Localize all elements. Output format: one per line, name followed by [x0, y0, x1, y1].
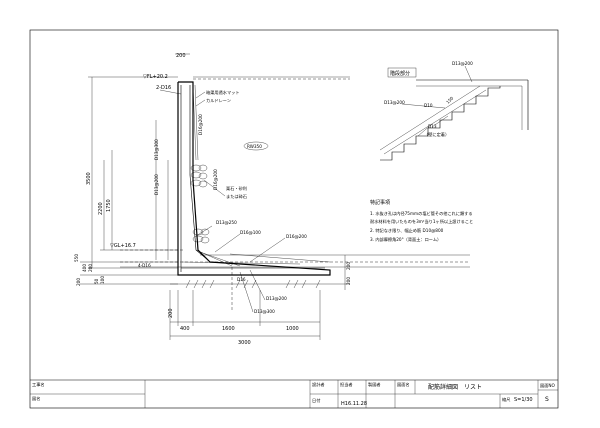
- dim-right-200b: 200: [346, 277, 351, 285]
- note-2: 2. 特記なき限り、幅止め筋 D10@800: [370, 227, 444, 234]
- detail-d13-200b: D13@200: [384, 100, 405, 105]
- date: H16.11.28: [341, 401, 367, 407]
- rebar-d13-200b: D13@200: [266, 296, 287, 301]
- drawing-title: 配筋詳細図 リスト: [428, 383, 482, 391]
- wall-outline: [177, 81, 331, 276]
- horizontal-dimensions: [169, 53, 321, 340]
- detail-d13-200a: D13@200: [452, 61, 473, 66]
- drafter-label: 製図者: [368, 381, 381, 388]
- dim-h200a: 200: [88, 264, 93, 272]
- vertical-dimensions: [80, 76, 178, 285]
- wall-labels: 200 ▽FL+20.2 2-D16 暗渠用透水マット カルドレーン D16@2…: [74, 53, 351, 346]
- note-1: 1. 水抜き孔は内径75mmの塩ビ管その他これに類する: [370, 210, 473, 217]
- drainage-mat: [192, 84, 199, 161]
- project-label: 工事名: [32, 381, 45, 388]
- title-block: [30, 380, 558, 408]
- rebar-top: 2-D16: [156, 85, 171, 91]
- material-mat1: 暗渠用透水マット: [206, 89, 240, 96]
- special-notes: 特記事項 1. 水抜き孔は内径75mmの塩ビ管その他これに類する 耐水材料を用い…: [370, 199, 473, 243]
- dim-h550: 550: [74, 254, 79, 262]
- footing-hatch: [170, 279, 350, 289]
- sheet-label: 図名: [32, 395, 40, 402]
- rebar-d13-300: D13@300: [154, 139, 159, 160]
- dim-w400: 400: [180, 326, 190, 332]
- dim-w1000: 1000: [286, 326, 299, 332]
- wall-id: RW350: [247, 144, 262, 149]
- wall-id-bubble: [243, 141, 269, 151]
- dim-w1600: 1600: [222, 326, 235, 332]
- level-gl: ▽GL+16.7: [110, 243, 136, 249]
- no-label: 図面NO: [540, 383, 556, 389]
- rebar-4-d16: 4-D16: [138, 263, 151, 268]
- retaining-wall-section: [80, 53, 470, 340]
- dim-h2200: 2200: [98, 202, 104, 215]
- dim-h1750: 1750: [106, 199, 112, 212]
- detail-dim150: 150: [445, 95, 454, 104]
- rebar-d13-250: D13@250: [216, 220, 237, 225]
- dim-w200: 200: [168, 308, 174, 318]
- designer-label: 設計者: [312, 381, 325, 388]
- dim-right-200a: 200: [346, 262, 351, 270]
- dim-w3000: 3000: [238, 340, 251, 346]
- title-block-text: 工事名 図名 設計者 担当者 製図者 図面名 配筋詳細図 リスト 日付 H16.…: [32, 381, 556, 407]
- dim-h50: 50: [94, 278, 99, 284]
- rebar-d13-200: D13@200: [154, 174, 159, 195]
- dim-h100: 100: [100, 276, 105, 284]
- detail-label: 階段部分: [390, 70, 410, 77]
- dim-h3500: 3500: [86, 172, 92, 185]
- dim-top-200: 200: [176, 53, 186, 59]
- rebar-d16-200c: D16@200: [286, 234, 307, 239]
- checker-label: 担当者: [340, 381, 353, 388]
- rebar-d16-100: D16@100: [240, 230, 261, 235]
- rubble-fill: [190, 164, 210, 244]
- level-fl: ▽FL+20.2: [143, 74, 168, 80]
- rebar-d16-200a: D16@200: [198, 114, 203, 135]
- stair-detail: 階段部分 D13@200 D13@200 D10 150 D13 （壁に定着）: [379, 61, 529, 161]
- leader-lines: [159, 89, 286, 313]
- rebar-d13-300b: D13@300: [254, 309, 275, 314]
- material-rubble1: 栗石・砂利: [226, 185, 247, 192]
- material-mat2: カルドレーン: [206, 98, 231, 104]
- detail-label-box: [387, 67, 417, 78]
- detail-stair-note: （壁に定着）: [424, 131, 449, 138]
- dim-h200b: 200: [76, 278, 81, 286]
- sheet-border: [29, 29, 559, 409]
- rebar-d16-200b: D16@200: [213, 169, 218, 190]
- dim-h400: 400: [82, 264, 87, 272]
- detail-d13: D13: [428, 124, 437, 129]
- note-3: 3. 内部摩擦角20°（背面土：ローム）: [370, 236, 441, 243]
- detail-d10: D10: [424, 103, 433, 108]
- rebar-d16: D16: [237, 277, 246, 282]
- notes-title: 特記事項: [370, 199, 390, 206]
- scale: S=1/30: [514, 397, 533, 403]
- date-label: 日付: [312, 397, 320, 404]
- scale-label: 縮尺: [502, 396, 510, 403]
- material-rubble2: または砕石: [226, 193, 247, 200]
- drawing-title-label: 図面名: [397, 381, 410, 388]
- note-1b: 耐水材料を用いたものを3m²当り1ヶ所以上設けること: [370, 218, 473, 225]
- drawing-no: S: [545, 396, 549, 403]
